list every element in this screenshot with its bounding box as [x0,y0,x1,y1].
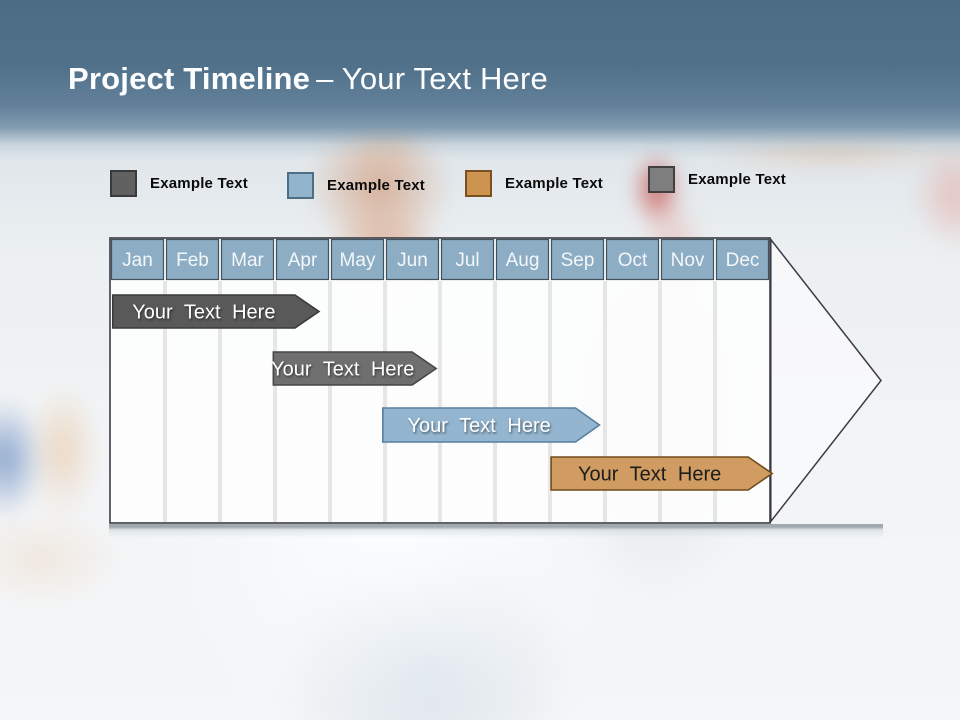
timeline-bar-label: Your Text Here [132,302,275,324]
timeline-bar [381,407,601,443]
month-label: Nov [671,250,705,271]
column-separators [163,281,717,522]
column-separator [273,281,277,522]
month-cell [220,238,275,281]
column-separator [603,281,607,522]
column-separator [328,281,332,522]
timeline-bar [272,351,438,386]
month-cell [440,238,495,281]
month-cell [385,238,440,281]
column-separator [163,281,167,522]
month-label: Jul [455,250,479,271]
timeline-bar [550,456,774,491]
month-cell [275,238,330,281]
title-band: Project Timeline– Your Text Here [0,0,960,160]
month-cell [550,238,605,281]
month-label: Sep [561,250,595,271]
month-cell [330,238,385,281]
month-cell [165,238,220,281]
timeline-bar-label: Your Text Here [408,415,551,437]
page-title-bold: Project Timeline [68,61,311,96]
column-separator [438,281,442,522]
column-separator [218,281,222,522]
month-label: Dec [726,250,760,271]
month-label: Feb [176,250,209,271]
column-separator [713,281,717,522]
timeline-bar-label: Your Text Here [578,464,721,486]
column-separator [383,281,387,522]
month-label: Aug [506,250,540,271]
column-separator [548,281,552,522]
timeline-bar [111,294,321,329]
page-title: Project Timeline– Your Text Here [68,61,548,97]
month-label: Apr [288,250,318,271]
month-label: Oct [618,250,648,271]
month-cell [495,238,550,281]
month-label: Mar [231,250,264,271]
month-label: May [340,250,376,271]
month-cell [110,238,165,281]
column-separator [658,281,662,522]
column-separator [493,281,497,522]
month-header-row: Jan Feb Mar Apr May Jun Jul Aug Sep Oct Nov Dec [110,238,770,281]
timeline-bar-label: Your Text Here [271,359,414,381]
month-label: Jun [397,250,428,271]
page-title-regular: – Your Text Here [316,61,548,96]
arrow-tip [770,237,882,524]
month-cell [660,238,715,281]
month-label: Jan [122,250,153,271]
month-cell [715,238,770,281]
month-cell [605,238,660,281]
table-reflection [109,524,883,538]
